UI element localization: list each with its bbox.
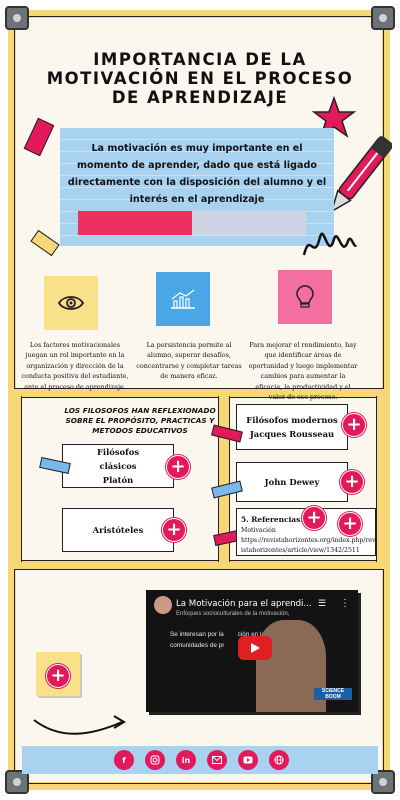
arrow-icon xyxy=(30,706,130,742)
column-text: Para mejorar el rendimiento, hay que ide… xyxy=(248,341,358,402)
expand-button[interactable]: + xyxy=(162,518,186,542)
facebook-icon[interactable]: f xyxy=(114,750,134,770)
footer-bar xyxy=(22,746,378,774)
menu-icon[interactable]: ⋮ xyxy=(340,598,350,609)
chart-card xyxy=(156,272,210,326)
play-button[interactable] xyxy=(238,636,272,660)
progress-bar xyxy=(78,211,306,235)
philosopher-card: Filósofos modernos Jacques Rousseau xyxy=(236,404,348,450)
philosopher-label: Filósofos modernos Jacques Rousseau xyxy=(246,415,338,439)
column-text: Los factores motivacionales juegan un ro… xyxy=(21,341,129,391)
instagram-icon[interactable] xyxy=(145,750,165,770)
video-caption: Se interesan por la ción en las xyxy=(170,631,268,638)
references: 5. Referencias. Motivación https://revis… xyxy=(241,515,377,556)
philosopher-card: Aristóteles xyxy=(62,508,174,552)
idea-card xyxy=(278,270,332,324)
philosopher-label: Aristóteles xyxy=(92,525,144,535)
video-subtitle: Enfoques socioculturales de la motivació… xyxy=(176,611,290,617)
video-player[interactable]: La Motivación para el aprendi... Enfoque… xyxy=(146,590,358,712)
references-link[interactable]: https://revistahorizontes.org/index.php/… xyxy=(241,537,376,554)
corner-bolt xyxy=(5,770,29,794)
progress-fill xyxy=(78,211,192,235)
expand-button[interactable]: + xyxy=(342,413,366,437)
side-rail xyxy=(14,396,22,562)
philosophers-heading: Los filosofos han reflexionado sobre el … xyxy=(64,406,216,435)
section-divider xyxy=(14,388,384,398)
pen-icon xyxy=(322,124,394,234)
playlist-icon[interactable]: ☰ xyxy=(318,598,327,608)
intro-text: La motivación es muy importante en el mo… xyxy=(67,143,327,205)
video-caption: comunidades de pr xyxy=(170,642,225,649)
corner-bolt xyxy=(371,770,395,794)
references-label: Motivación xyxy=(241,527,276,534)
section-divider xyxy=(14,560,384,570)
eye-icon xyxy=(44,276,98,330)
expand-button[interactable]: + xyxy=(46,664,70,688)
mail-icon[interactable] xyxy=(207,750,227,770)
caption-text: ción en las xyxy=(237,631,269,638)
expand-button[interactable]: + xyxy=(338,512,362,536)
linkedin-icon[interactable]: in xyxy=(176,750,196,770)
lightbulb-icon xyxy=(278,270,332,324)
column-text: La persistencia permite al alumno, super… xyxy=(136,341,242,381)
corner-bolt xyxy=(371,6,395,30)
brand-logo: SCIENCE BOOM xyxy=(314,688,352,700)
philosopher-card: John Dewey xyxy=(236,462,348,502)
globe-icon[interactable] xyxy=(269,750,289,770)
avatar xyxy=(154,596,172,614)
expand-button[interactable]: + xyxy=(340,470,364,494)
expand-button[interactable]: + xyxy=(302,506,326,530)
video-title: La Motivación para el aprendi... xyxy=(176,599,312,609)
philosopher-card: Filósofos clásicos Platón xyxy=(62,444,174,488)
philosopher-label: Filósofos clásicos Platón xyxy=(96,447,140,485)
youtube-icon[interactable] xyxy=(238,750,258,770)
scribble-icon xyxy=(302,225,358,265)
side-rail xyxy=(376,396,384,562)
eye-card xyxy=(44,276,98,330)
page-title: Importancia de la motivación en el proce… xyxy=(46,50,354,107)
philosopher-label: John Dewey xyxy=(264,477,320,487)
star-icon xyxy=(311,95,357,140)
expand-button[interactable]: + xyxy=(166,455,190,479)
references-title: 5. Referencias. xyxy=(241,515,303,524)
caption-text: Se interesan por la xyxy=(170,631,224,638)
bar-chart-icon xyxy=(156,272,210,326)
corner-bolt xyxy=(5,6,29,30)
